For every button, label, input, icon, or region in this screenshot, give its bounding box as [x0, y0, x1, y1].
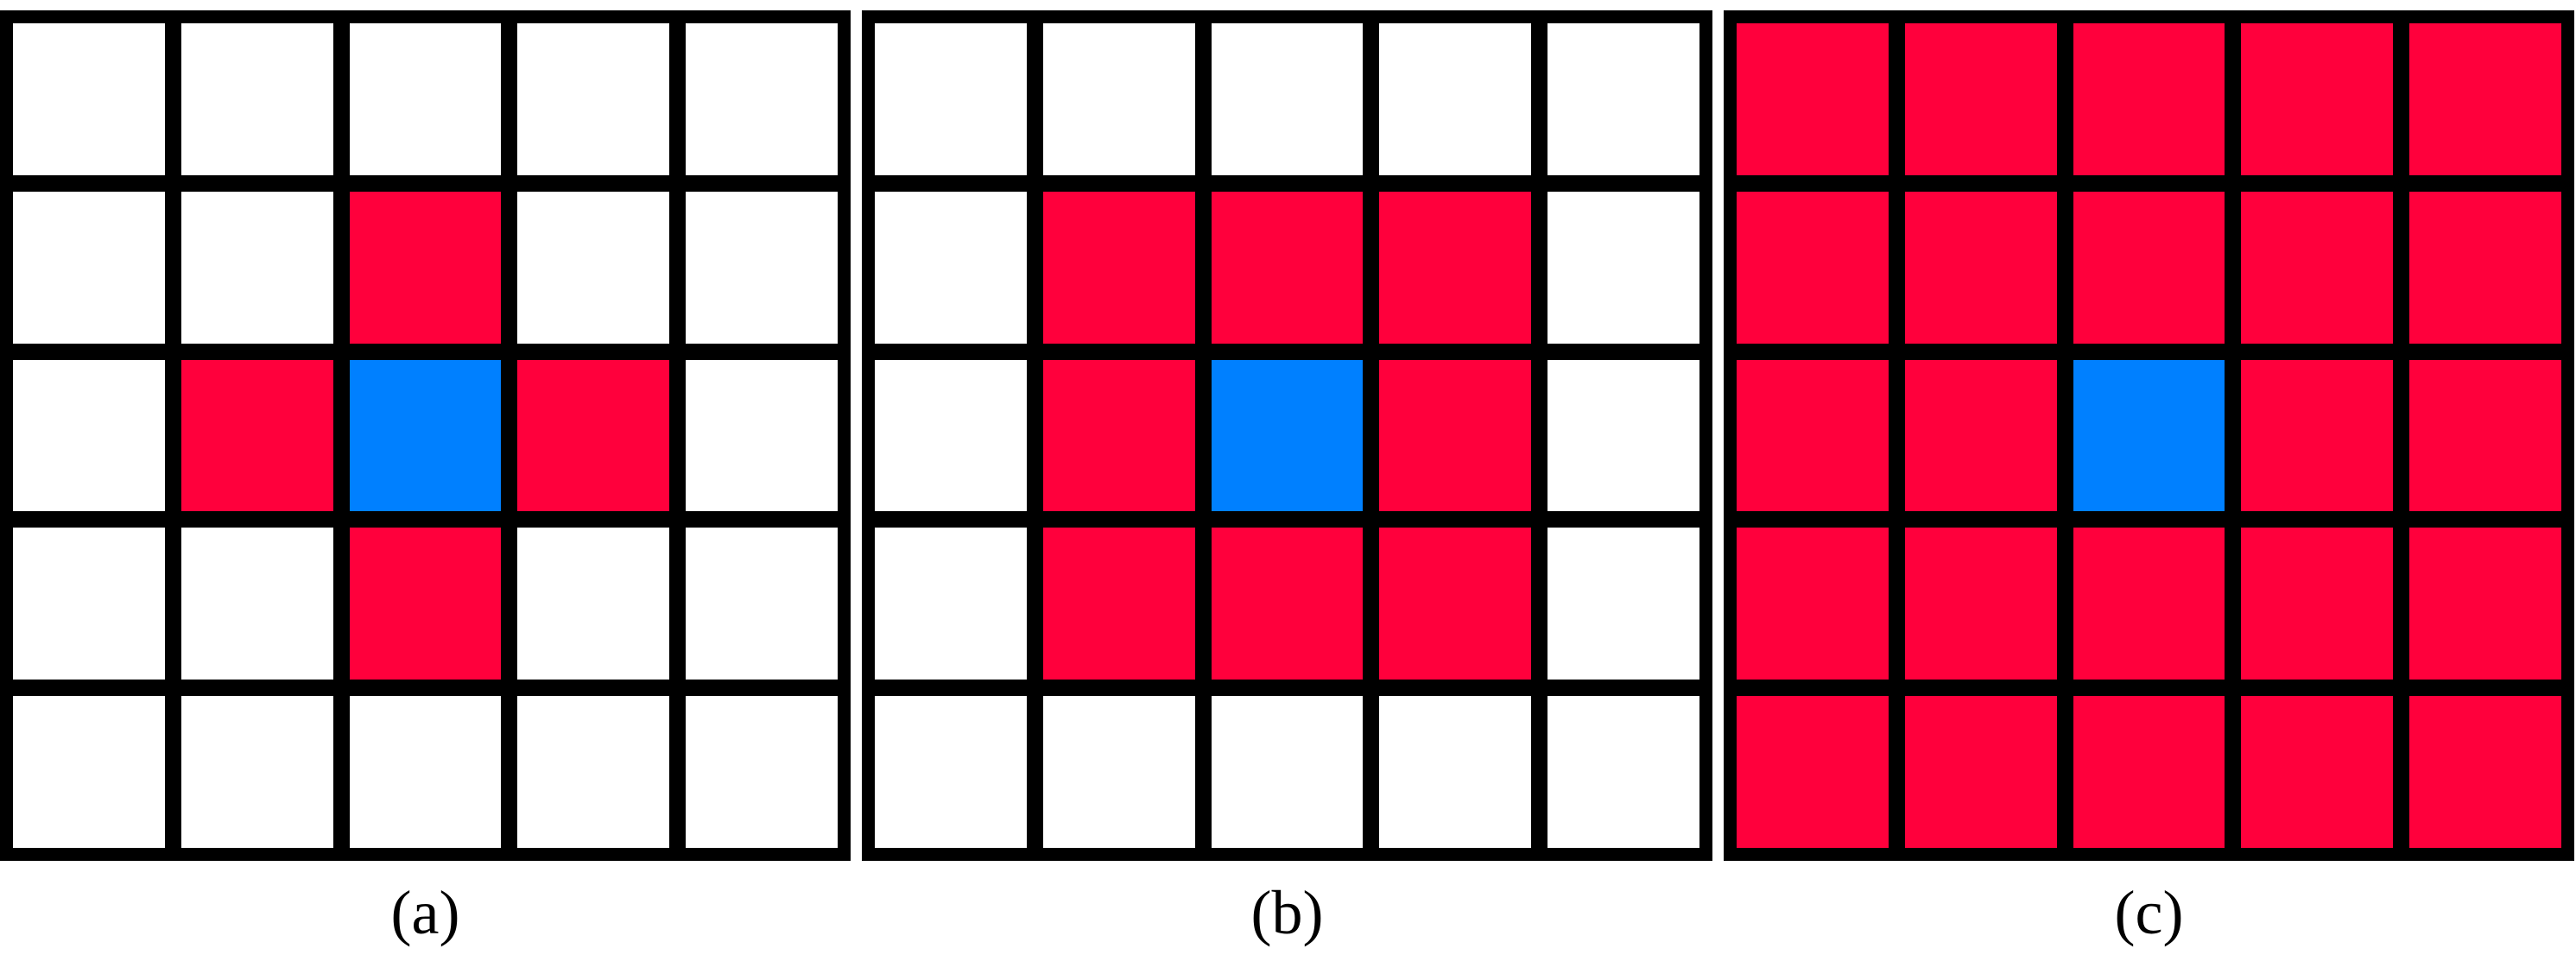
neighbor-cell: [2409, 528, 2561, 680]
neighbor-cell: [1379, 191, 1532, 344]
neighbor-cell: [2409, 696, 2561, 848]
neighbor-cell: [1904, 191, 2057, 344]
empty-cell: [13, 191, 165, 344]
neighbor-cell: [1904, 696, 2057, 848]
empty-cell: [180, 528, 333, 680]
empty-cell: [1042, 23, 1195, 175]
empty-cell: [180, 191, 333, 344]
neighbor-cell: [2241, 696, 2394, 848]
empty-cell: [349, 696, 502, 848]
empty-cell: [1379, 696, 1532, 848]
neighbor-cell: [2241, 359, 2394, 512]
neighbor-cell: [1211, 528, 1364, 680]
center-cell: [2073, 359, 2225, 512]
empty-cell: [1211, 696, 1364, 848]
empty-cell: [686, 528, 838, 680]
neighbor-cell: [2409, 191, 2561, 344]
empty-cell: [349, 23, 502, 175]
neighbor-cell: [1904, 23, 2057, 175]
neighbor-cell: [1379, 359, 1532, 512]
empty-cell: [875, 191, 1027, 344]
neighbor-cell: [1042, 528, 1195, 680]
empty-cell: [686, 359, 838, 512]
empty-cell: [517, 23, 670, 175]
neighbor-cell: [1904, 528, 2057, 680]
neighbor-cell: [349, 191, 502, 344]
empty-cell: [180, 23, 333, 175]
center-cell: [349, 359, 502, 512]
panel-a: (a): [0, 0, 851, 961]
panel-b: (b): [862, 0, 1712, 961]
empty-cell: [1379, 23, 1532, 175]
grid-c: [1724, 10, 2574, 861]
neighbor-cell: [1737, 696, 1889, 848]
empty-cell: [1547, 191, 1699, 344]
empty-cell: [517, 528, 670, 680]
neighbor-cell: [1904, 359, 2057, 512]
empty-cell: [13, 528, 165, 680]
empty-cell: [686, 23, 838, 175]
neighbor-cell: [1042, 191, 1195, 344]
grid-b: [862, 10, 1712, 861]
empty-cell: [875, 359, 1027, 512]
neighbor-cell: [2073, 191, 2225, 344]
neighbor-cell: [2241, 23, 2394, 175]
panel-c: (c): [1724, 0, 2574, 961]
center-cell: [1211, 359, 1364, 512]
neighbor-cell: [2241, 191, 2394, 344]
empty-cell: [180, 696, 333, 848]
caption-b: (b): [1250, 878, 1324, 947]
neighbor-cell: [2073, 528, 2225, 680]
neighbor-cell: [1042, 359, 1195, 512]
empty-cell: [13, 23, 165, 175]
empty-cell: [1211, 23, 1364, 175]
empty-cell: [1042, 696, 1195, 848]
empty-cell: [517, 191, 670, 344]
neighbor-cell: [1737, 23, 1889, 175]
neighbor-cell: [1737, 359, 1889, 512]
empty-cell: [1547, 23, 1699, 175]
neighbor-cell: [517, 359, 670, 512]
neighbor-cell: [2241, 528, 2394, 680]
empty-cell: [875, 696, 1027, 848]
caption-a: (a): [390, 878, 460, 947]
empty-cell: [517, 696, 670, 848]
neighbor-cell: [1379, 528, 1532, 680]
empty-cell: [1547, 528, 1699, 680]
neighbor-cell: [2409, 23, 2561, 175]
empty-cell: [686, 696, 838, 848]
neighbor-cell: [1737, 191, 1889, 344]
neighbor-cell: [1737, 528, 1889, 680]
empty-cell: [875, 528, 1027, 680]
neighbor-cell: [349, 528, 502, 680]
empty-cell: [686, 191, 838, 344]
neighbor-cell: [1211, 191, 1364, 344]
empty-cell: [1547, 696, 1699, 848]
empty-cell: [875, 23, 1027, 175]
neighbor-cell: [2073, 23, 2225, 175]
grid-a: [0, 10, 851, 861]
neighbor-cell: [2409, 359, 2561, 512]
neighbor-cell: [2073, 696, 2225, 848]
empty-cell: [13, 696, 165, 848]
caption-c: (c): [2114, 878, 2184, 947]
empty-cell: [13, 359, 165, 512]
empty-cell: [1547, 359, 1699, 512]
neighbor-cell: [180, 359, 333, 512]
